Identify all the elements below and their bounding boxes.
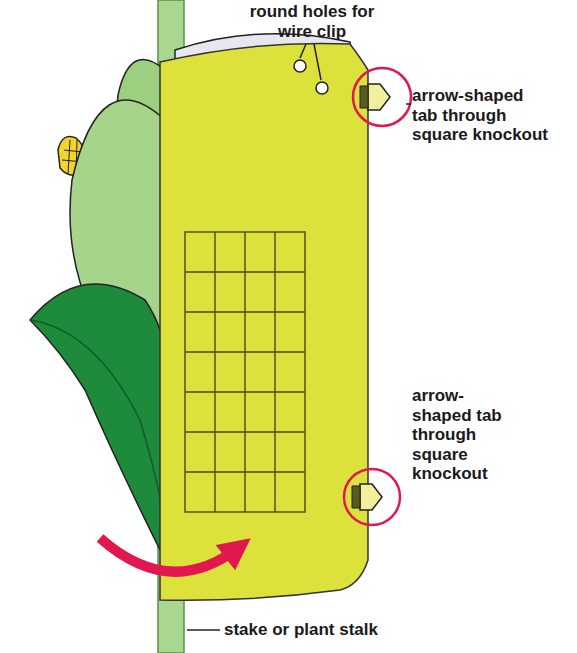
part-label: stake or plant stalk	[224, 620, 544, 640]
corn-leaf	[30, 284, 165, 560]
part-label: round holes for wire clip	[246, 2, 378, 41]
leader-line	[406, 103, 411, 105]
leader-line	[300, 44, 306, 58]
highlight-circle	[353, 68, 411, 126]
leader-line	[187, 629, 220, 631]
arrow-tab	[360, 484, 382, 510]
part-label: arrow-shaped tab through square knockout	[412, 386, 516, 484]
part-label: arrow-shaped tab through square knockout	[412, 86, 550, 145]
sticky-card	[160, 43, 368, 600]
wire-hole	[316, 82, 328, 94]
arrow-tab	[368, 84, 390, 110]
wrap-arrow	[100, 538, 238, 572]
card-grid	[185, 232, 305, 512]
wire-hole	[294, 60, 306, 72]
highlight-circle	[344, 469, 400, 525]
leader-line	[314, 44, 321, 80]
